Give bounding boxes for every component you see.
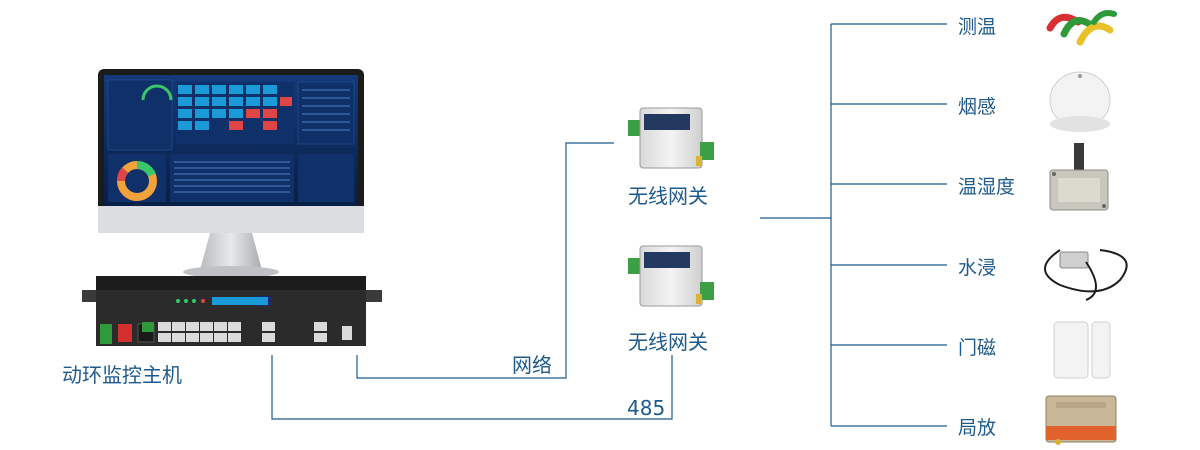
- network-link-label: 网络: [512, 353, 552, 377]
- rs485-link-label: 485: [627, 396, 666, 420]
- partial-discharge-sensor-icon: [1045, 395, 1117, 445]
- sensor-label-temp-humidity: 温湿度: [958, 176, 1016, 198]
- temperature-clips-icon: [1046, 10, 1117, 46]
- rs485-link-line: [271, 355, 673, 420]
- sensor-label-smoke: 烟感: [958, 96, 997, 118]
- door-contact-icon: [1053, 321, 1111, 379]
- sensor-label-temperature: 测温: [958, 16, 997, 38]
- gateway-icon-1: [628, 107, 714, 169]
- sensor-label-water-leak: 水浸: [958, 257, 997, 279]
- gateway-icon-2: [628, 245, 714, 307]
- smoke-detector-icon: [1049, 71, 1111, 132]
- temp-humidity-sensor-icon: [1049, 143, 1109, 211]
- gateway-label-2: 无线网关: [628, 330, 708, 354]
- monitor-icon: [98, 69, 364, 278]
- sensor-label-door-contact: 门磁: [958, 337, 997, 359]
- network-link-line: [356, 142, 614, 379]
- sensor-label-partial-discharge: 局放: [958, 417, 997, 439]
- host-device-icon: [82, 276, 382, 346]
- connection-lines: [271, 23, 947, 427]
- gateway-label-1: 无线网关: [628, 184, 708, 208]
- water-leak-sensor-icon: [1044, 249, 1128, 301]
- host-label: 动环监控主机: [62, 363, 182, 387]
